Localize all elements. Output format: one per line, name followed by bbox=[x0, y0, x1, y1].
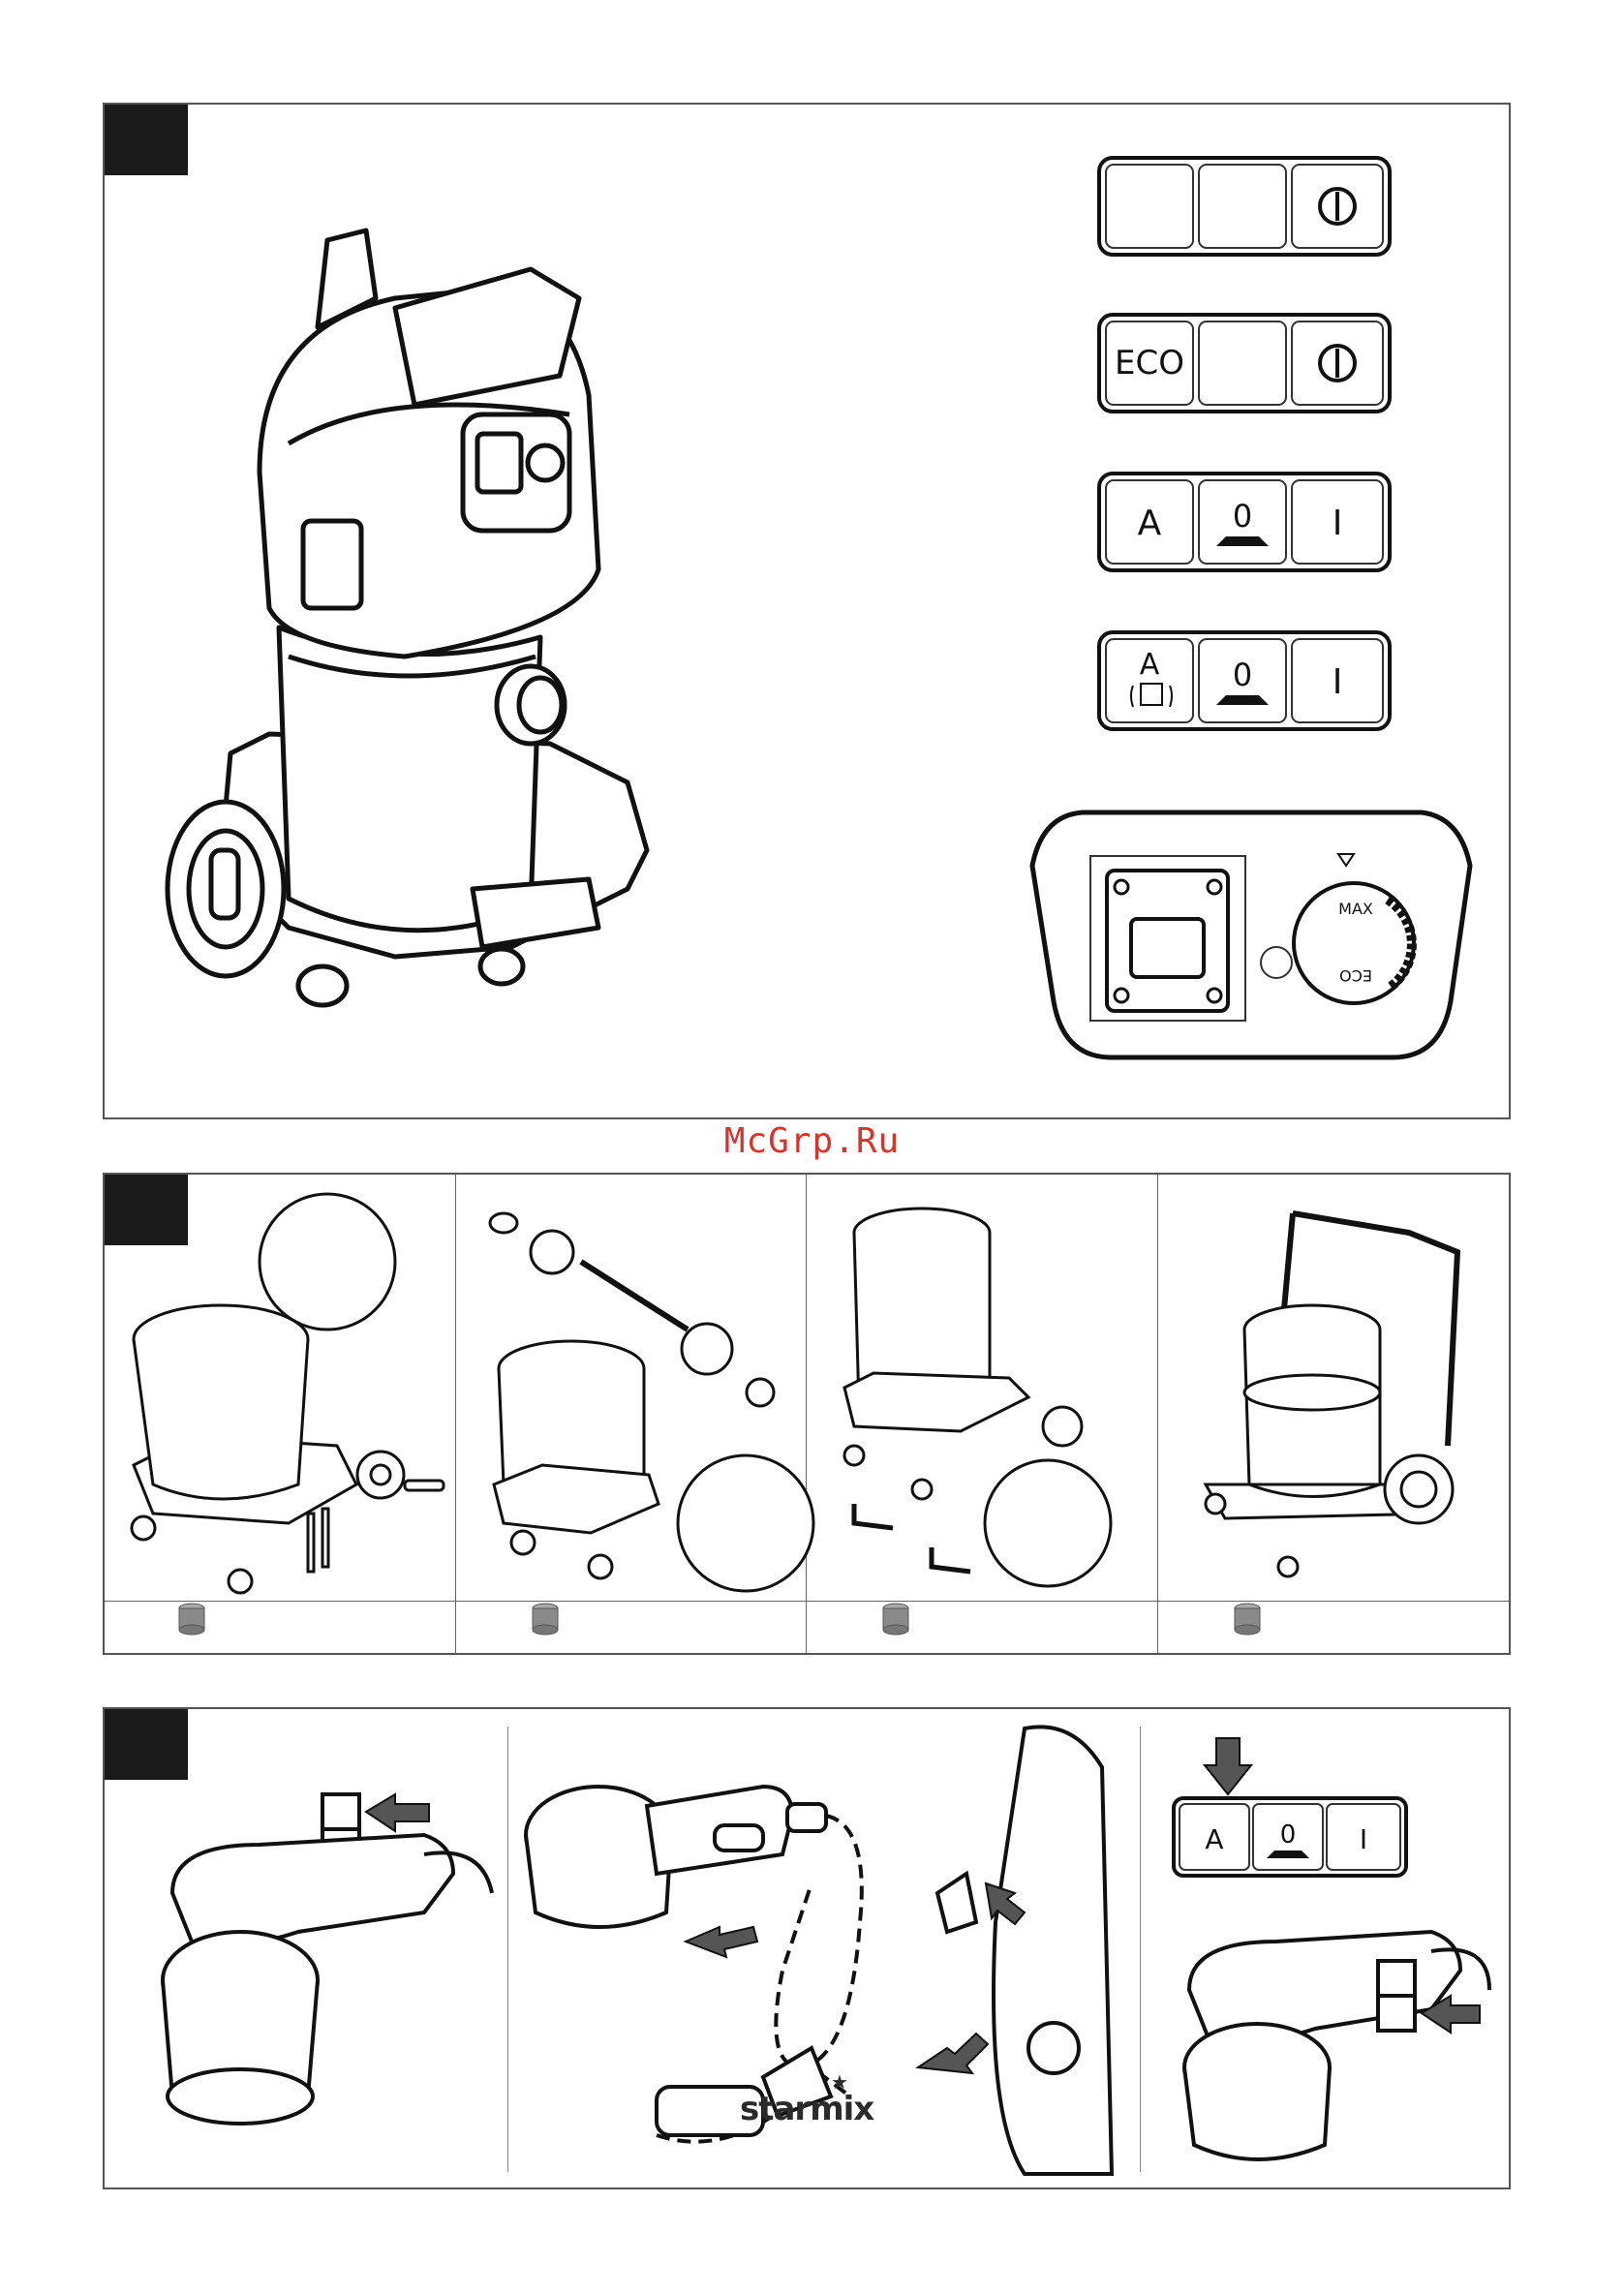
arrow-icon bbox=[1205, 1738, 1251, 1794]
spare-part-canister-icon bbox=[177, 1603, 206, 1636]
sander-switch-step-illustration bbox=[134, 1777, 502, 2164]
switch-panel-3: A 0 I bbox=[1094, 469, 1394, 575]
switch-panel-2: ECO bbox=[1094, 310, 1394, 416]
step3-auto-label: A bbox=[1205, 1823, 1223, 1855]
control-panel-detail: MAX ECO bbox=[1025, 808, 1480, 1063]
step3-off-label: 0 bbox=[1280, 1820, 1297, 1850]
power-socket-icon bbox=[1107, 871, 1228, 1011]
figure-number-tag-3 bbox=[105, 1709, 188, 1780]
arrow-icon bbox=[366, 1794, 429, 1831]
auto-label: A bbox=[1138, 504, 1162, 543]
figure-panel-2 bbox=[103, 1173, 1511, 1655]
dial-max-label: MAX bbox=[1338, 900, 1373, 918]
dial-eco-label: ECO bbox=[1339, 966, 1372, 985]
auto-label: A bbox=[1140, 648, 1160, 682]
suction-power-dial: MAX ECO bbox=[1294, 883, 1414, 1003]
assembly-step-1-illustration bbox=[114, 1194, 444, 1591]
assembly-step-3-illustration bbox=[815, 1194, 1145, 1591]
vacuum-cleaner-illustration bbox=[143, 153, 918, 1121]
eco-label: ECO bbox=[1115, 344, 1184, 382]
arrow-icon bbox=[918, 2034, 988, 2073]
watermark: McGrp.Ru bbox=[0, 1121, 1624, 1161]
off-label: 0 bbox=[1233, 498, 1252, 535]
assembly-step-4-illustration bbox=[1167, 1194, 1496, 1591]
auto-mode-step-illustration: A 0 I bbox=[1170, 1738, 1489, 2164]
indicator-lamp bbox=[1261, 947, 1292, 978]
step3-on-label: I bbox=[1360, 1823, 1367, 1855]
spare-part-canister-icon bbox=[881, 1603, 910, 1636]
on-label: I bbox=[1333, 504, 1343, 543]
figure-panel-1: ECO A 0 I A 0 I bbox=[103, 103, 1511, 1119]
assembly-step-2-illustration bbox=[465, 1194, 794, 1591]
spare-part-canister-icon bbox=[531, 1603, 560, 1636]
off-label: 0 bbox=[1233, 657, 1252, 693]
switch-panel-4: A 0 I bbox=[1094, 627, 1394, 734]
brand-logo: starmix bbox=[740, 2090, 873, 2128]
arrow-icon bbox=[686, 1927, 757, 1957]
switch-panel-1 bbox=[1094, 153, 1394, 260]
on-label: I bbox=[1333, 662, 1343, 702]
spare-part-canister-icon bbox=[1233, 1603, 1262, 1636]
